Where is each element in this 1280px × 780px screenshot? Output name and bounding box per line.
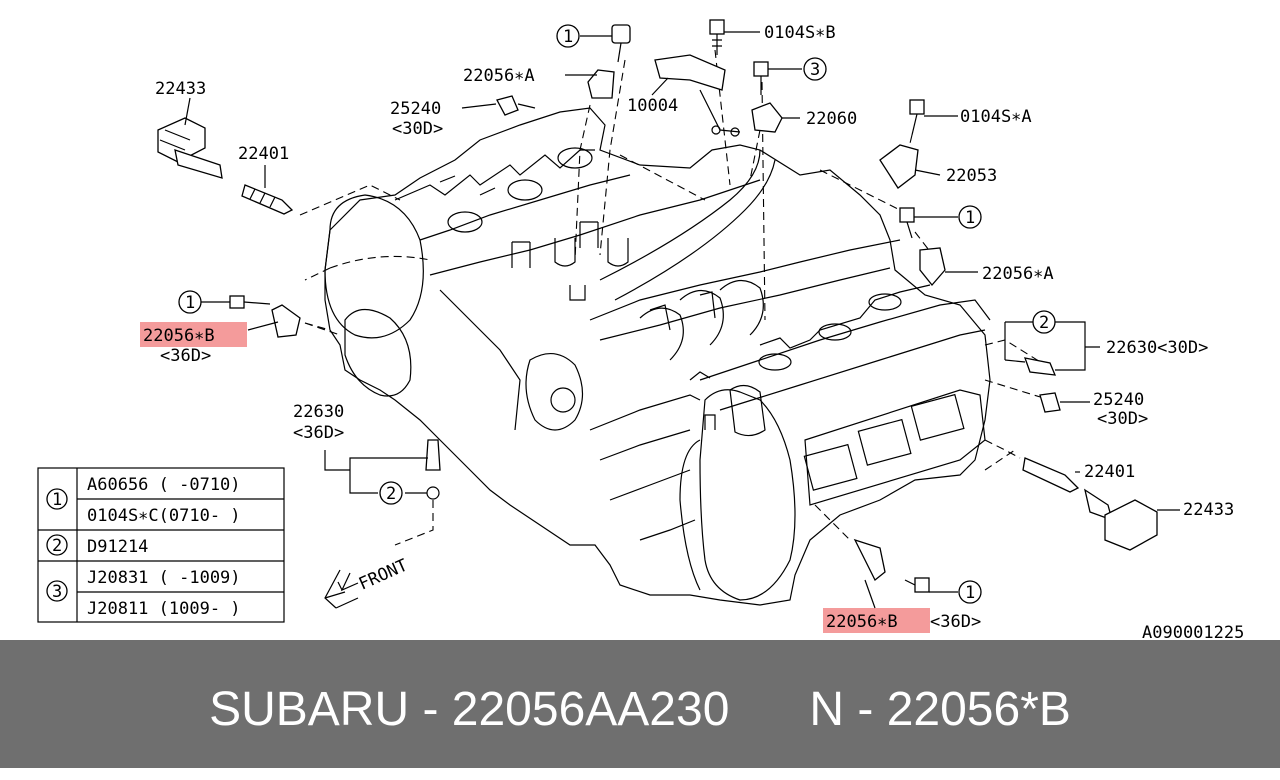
label-22056A-top: 22056∗A bbox=[463, 66, 535, 86]
front-arrow-icon bbox=[324, 569, 359, 609]
legend-row1-b: 0104S∗C(0710- ) bbox=[87, 506, 241, 526]
svg-text:1: 1 bbox=[965, 583, 975, 603]
bolt-0104SB bbox=[709, 19, 725, 55]
svg-text:2: 2 bbox=[386, 484, 396, 504]
legend-table: 1 2 3 A60656 ( -0710) 0104S∗C(0710- ) D9… bbox=[37, 467, 285, 623]
label-36D-bottom: <36D> bbox=[930, 612, 981, 632]
svg-text:2: 2 bbox=[52, 536, 62, 556]
label-22630-right: 22630<30D> bbox=[1106, 338, 1208, 358]
legend-row3-a: J20831 ( -1009) bbox=[87, 568, 241, 588]
part-labels: 22433 22401 22056∗A 25240 <30D> 10004 01… bbox=[143, 23, 1244, 640]
label-22401-right: 22401 bbox=[1084, 462, 1135, 482]
coolant-sensor-right bbox=[1039, 392, 1061, 413]
bracket-10004 bbox=[654, 54, 741, 137]
label-code: A090001225 bbox=[1142, 623, 1244, 640]
svg-text:1: 1 bbox=[965, 208, 975, 228]
engine-block-drawing bbox=[299, 49, 1051, 606]
label-0104SA: 0104S∗A bbox=[960, 107, 1032, 127]
label-0104SB: 0104S∗B bbox=[764, 23, 836, 43]
label-25240-top: 25240 bbox=[390, 99, 441, 119]
legend-row1-a: A60656 ( -0710) bbox=[87, 475, 241, 495]
ignition-coil-right bbox=[1084, 488, 1158, 551]
label-22056B-left: 22056∗B bbox=[143, 326, 215, 346]
legend-row3-b: J20811 (1009- ) bbox=[87, 599, 241, 619]
engine-parts-diagram: 1 3 1 2 1 2 1 22433 22401 22056∗A 25240 … bbox=[37, 19, 1244, 640]
bolt-0104SA bbox=[909, 99, 925, 136]
oxygen-sensor-right bbox=[1004, 357, 1057, 376]
label-22060: 22060 bbox=[806, 109, 857, 129]
svg-text:1: 1 bbox=[185, 293, 195, 313]
leader-lines bbox=[184, 31, 1180, 609]
highlight-bottom-22056B bbox=[823, 608, 930, 633]
bolt-right-1 bbox=[899, 207, 915, 239]
label-front: FRONT bbox=[356, 555, 411, 594]
svg-text:3: 3 bbox=[810, 60, 820, 80]
spark-plug-left bbox=[241, 184, 294, 215]
label-30D-top: <30D> bbox=[392, 119, 443, 139]
label-36D-left: <36D> bbox=[160, 346, 211, 366]
svg-text:1: 1 bbox=[52, 490, 62, 510]
label-22053: 22053 bbox=[946, 166, 997, 186]
cam-sensor-right-A bbox=[919, 247, 946, 287]
cam-sensor-bottom-B bbox=[853, 538, 930, 593]
knock-sensor-left bbox=[425, 439, 441, 471]
label-30D-right: <30D> bbox=[1097, 409, 1148, 429]
cam-sensor-top-A bbox=[587, 24, 631, 99]
label-22401-top: 22401 bbox=[238, 144, 289, 164]
callout-circles: 1 3 1 2 1 2 1 bbox=[178, 24, 1056, 604]
label-22433-right: 22433 bbox=[1183, 500, 1234, 520]
label-22630-left: 22630 bbox=[293, 402, 344, 422]
legend-row2-a: D91214 bbox=[87, 537, 148, 557]
label-22056A-right: 22056∗A bbox=[982, 264, 1054, 284]
coolant-sensor-top bbox=[496, 95, 536, 116]
ignition-coil-left bbox=[157, 117, 223, 179]
label-22056B-bottom: 22056∗B bbox=[826, 612, 898, 632]
footer-part-number: SUBARU - 22056AA230 N - 22056*B bbox=[209, 683, 1071, 736]
highlight-left-22056B bbox=[140, 322, 247, 347]
spark-plug-right bbox=[1022, 457, 1080, 493]
label-10004: 10004 bbox=[627, 96, 678, 116]
svg-text:1: 1 bbox=[563, 27, 573, 47]
label-25240-right: 25240 bbox=[1093, 390, 1144, 410]
sensor-22060 bbox=[751, 102, 783, 133]
svg-text:2: 2 bbox=[1039, 313, 1049, 333]
svg-text:3: 3 bbox=[52, 582, 62, 602]
label-22433-top: 22433 bbox=[155, 79, 206, 99]
footer-bar: SUBARU - 22056AA230 N - 22056*B bbox=[0, 640, 1280, 768]
label-36D-left2: <36D> bbox=[293, 423, 344, 443]
bolt-3 bbox=[753, 61, 769, 95]
sensor-22053 bbox=[879, 144, 919, 189]
crank-sensor-left-B bbox=[229, 295, 301, 338]
